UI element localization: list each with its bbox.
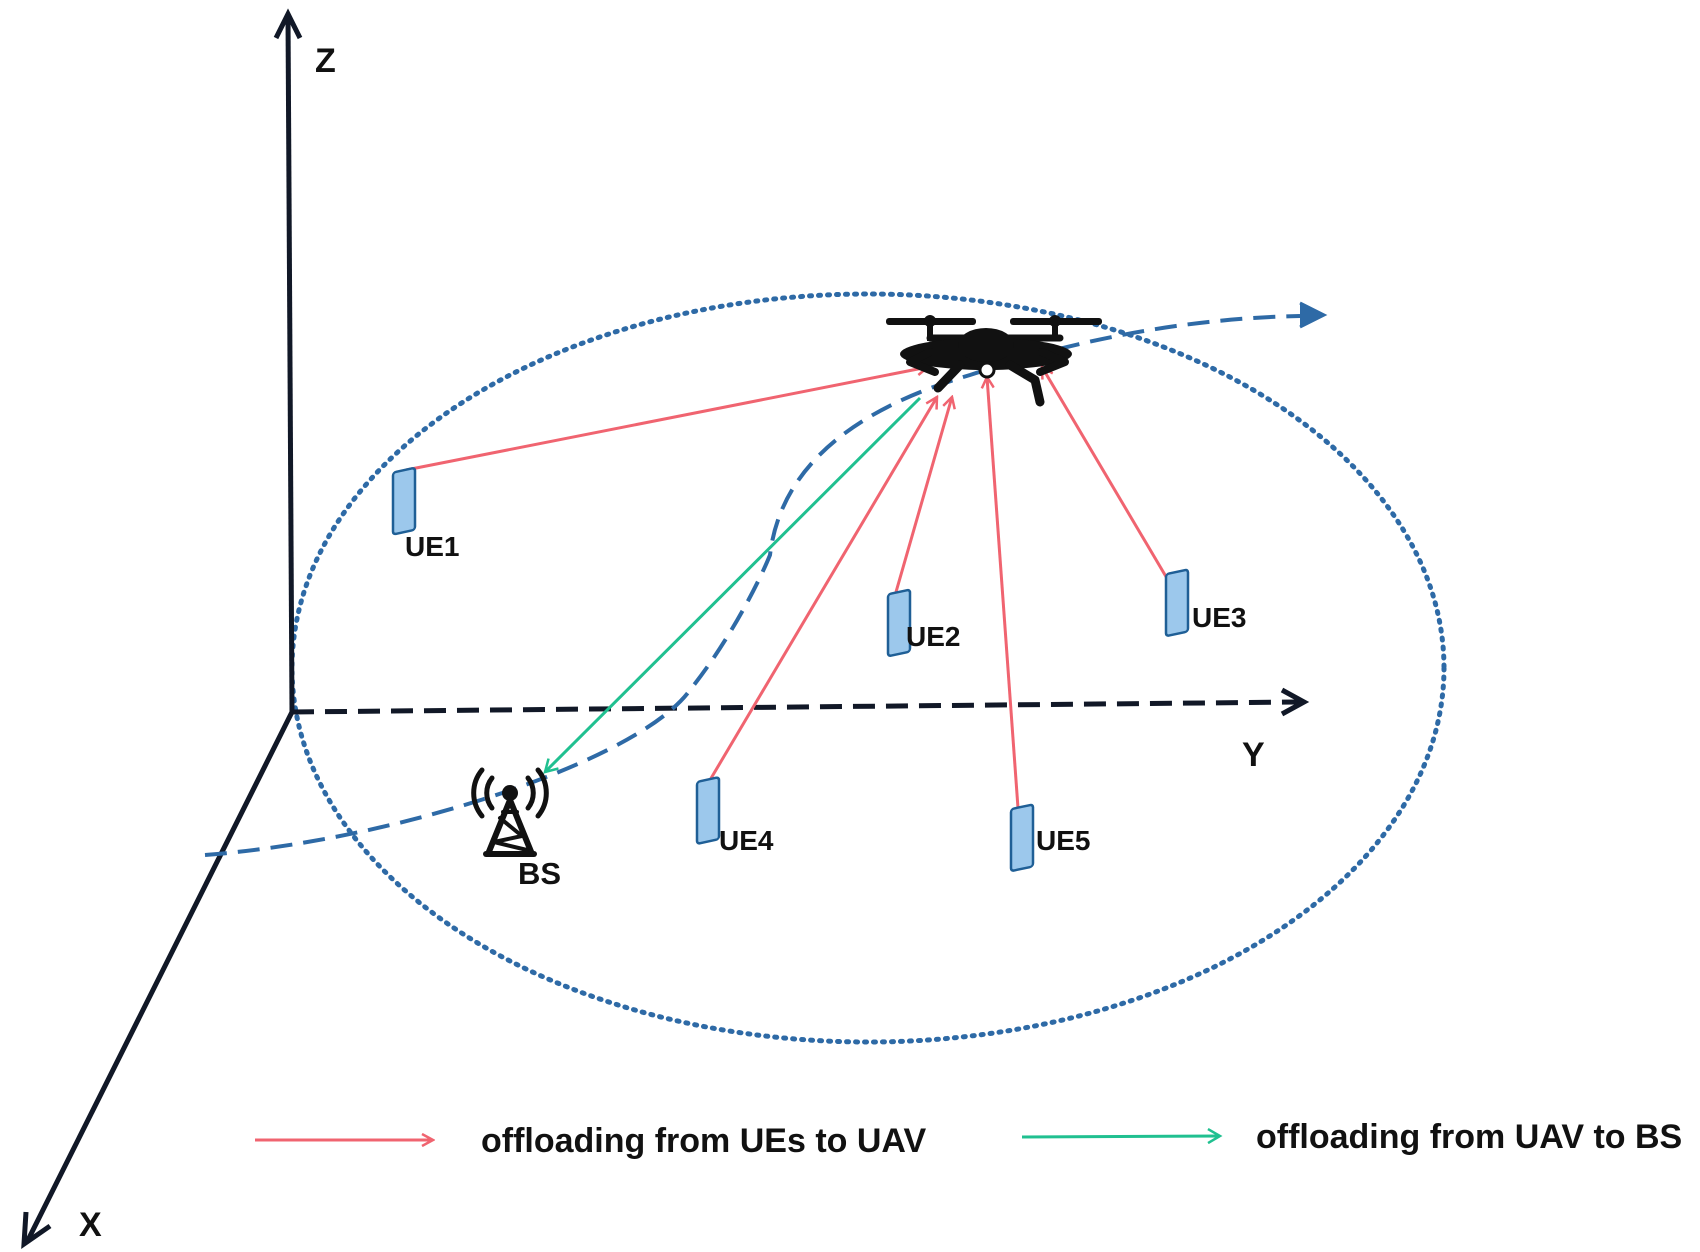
ue4: UE4 <box>695 776 774 856</box>
y-axis <box>291 699 1301 715</box>
z-axis-arrowhead <box>273 8 303 40</box>
coverage-area <box>289 291 1447 1045</box>
ue4-label: UE4 <box>719 825 774 856</box>
link-ue1-uav <box>405 367 928 472</box>
ue3-label: UE3 <box>1192 602 1246 633</box>
link-ue3-uav <box>1042 367 1170 581</box>
phone-icon <box>391 467 417 536</box>
phone-icon <box>1164 568 1190 637</box>
ue1: UE1 <box>391 467 459 562</box>
cell-tower-icon <box>471 767 549 857</box>
legend-uav-to-bs-label: offloading from UAV to BS <box>1256 1118 1682 1156</box>
ue2: UE2 <box>886 588 960 657</box>
ue5: UE5 <box>1009 803 1090 872</box>
bs-label: BS <box>518 856 561 891</box>
legend-ue-to-uav-label: offloading from UEs to UAV <box>481 1122 926 1160</box>
link-uav-bs <box>545 396 922 772</box>
ue2-label: UE2 <box>906 621 960 652</box>
ue3: UE3 <box>1164 568 1246 637</box>
y-axis-label: Y <box>1242 736 1265 774</box>
link-ue4-uav <box>708 397 937 781</box>
legend-green-arrow <box>1021 1136 1220 1137</box>
phone-icon <box>1009 803 1035 872</box>
link-ue5-uav <box>987 377 1020 809</box>
axes: Z Y X <box>21 8 1310 1249</box>
uav-trajectory <box>204 314 1301 857</box>
legend-item-uav-to-bs: offloading from UAV to BS <box>1021 1118 1682 1156</box>
legend: offloading from UEs to UAV offloading fr… <box>255 1118 1682 1160</box>
phone-icon <box>695 776 721 845</box>
phone-icon <box>886 588 912 657</box>
x-axis-arrowhead <box>21 1211 52 1249</box>
drone-icon <box>886 315 1102 407</box>
ue5-label: UE5 <box>1036 825 1090 856</box>
y-axis-arrowhead <box>1280 687 1310 717</box>
z-axis <box>285 15 295 713</box>
ue-to-uav-links <box>405 367 1170 809</box>
x-axis <box>25 710 295 1242</box>
x-axis-label: X <box>79 1206 102 1244</box>
trajectory-arrowhead <box>1299 301 1328 329</box>
legend-item-ue-to-uav: offloading from UEs to UAV <box>255 1122 926 1160</box>
link-ue2-uav <box>894 397 952 593</box>
ue1-label: UE1 <box>405 531 459 562</box>
z-axis-label: Z <box>315 42 336 80</box>
